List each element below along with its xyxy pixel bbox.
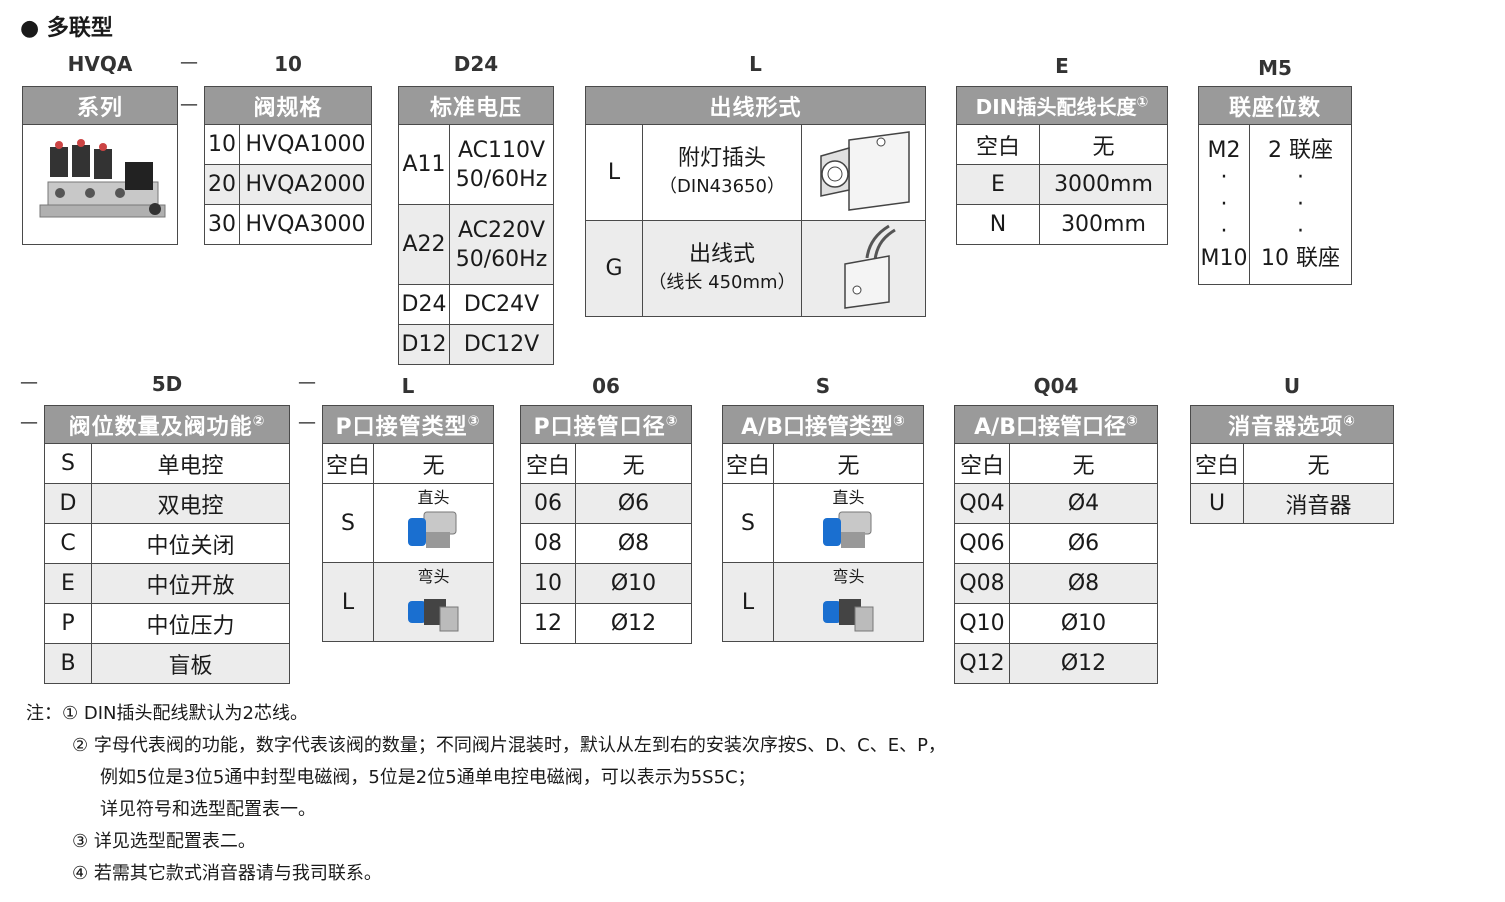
notes-label: 注：	[26, 703, 62, 724]
code-p-type: L	[401, 374, 415, 398]
code-voltage: D24	[453, 52, 499, 76]
note-3: ③ 详见选型配置表二。	[72, 831, 256, 852]
page-title: ● 多联型	[20, 16, 113, 41]
straight-fitting-icon	[407, 511, 456, 548]
din-connector-image	[801, 124, 926, 221]
bullet-icon: ●	[20, 16, 40, 41]
code-series: HVQA	[67, 52, 133, 76]
code-size: 10	[274, 52, 302, 76]
code-din: E	[1055, 54, 1069, 78]
code-seats: M5	[1258, 56, 1292, 80]
note-4: ④ 若需其它款式消音器请与我司联系。	[72, 863, 382, 884]
code-ab-type: S	[815, 374, 831, 398]
seats-header: 联座位数	[1198, 86, 1352, 125]
p-type-header: P口接管类型③	[322, 405, 494, 444]
code-func: 5D	[151, 372, 183, 396]
ab-dia-header: A/B口接管口径③	[954, 405, 1158, 444]
separator: —	[180, 52, 198, 73]
series-header: 系列	[22, 86, 178, 125]
note-2c: 详见符号和选型配置表一。	[100, 799, 316, 820]
straight-fitting-icon	[822, 511, 871, 548]
elbow-fitting-icon	[822, 599, 873, 632]
outlet-table: 出线形式 L 附灯插头（DIN43650） G 出线式（线长 450mm）	[585, 86, 926, 317]
elbow-fitting-icon	[407, 599, 458, 632]
din-length-header: DIN插头配线长度①	[956, 86, 1168, 125]
code-silencer: U	[1283, 374, 1301, 398]
p-port-type-table: P口接管类型③ 空白无 S 直头 L 弯头	[322, 405, 494, 642]
p-dia-header: P口接管口径③	[520, 405, 692, 444]
din-connector-icon	[819, 130, 910, 211]
separator: —	[298, 372, 316, 393]
silencer-header: 消音器选项④	[1190, 405, 1394, 444]
voltage-header: 标准电压	[398, 86, 554, 125]
separator: —	[298, 412, 316, 433]
code-ab-dia: Q04	[1033, 374, 1079, 398]
wire-coil-icon	[843, 224, 896, 309]
notes: 注：① DIN插头配线默认为2芯线。 ② 字母代表阀的功能，数字代表该阀的数量；…	[26, 698, 946, 890]
valve-product-image	[22, 124, 178, 245]
code-outlet: L	[749, 52, 762, 76]
separator: —	[20, 412, 38, 433]
ab-port-type-table: A/B口接管类型③ 空白无 S 直头 L 弯头	[722, 405, 924, 642]
note-1: ① DIN插头配线默认为2芯线。	[62, 703, 308, 724]
note-2a: ② 字母代表阀的功能，数字代表该阀的数量；不同阀片混装时，默认从左到右的安装次序…	[72, 735, 946, 756]
separator: —	[20, 372, 38, 393]
code-p-dia: 06	[592, 374, 620, 398]
valve-icon	[39, 138, 166, 217]
seats-table: 联座位数 M2···M10 2 联座···10 联座	[1198, 86, 1352, 285]
separator: —	[180, 94, 198, 115]
valve-size-header: 阀规格	[204, 86, 372, 125]
outlet-header: 出线形式	[585, 86, 926, 125]
note-2b: 例如5位是3位5通中封型电磁阀，5位是2位5通单电控电磁阀，可以表示为5S5C；	[100, 767, 756, 788]
wire-lead-coil-image	[801, 220, 926, 317]
series-table: 系列	[22, 86, 178, 245]
func-header: 阀位数量及阀功能②	[44, 405, 290, 444]
ab-type-header: A/B口接管类型③	[722, 405, 924, 444]
